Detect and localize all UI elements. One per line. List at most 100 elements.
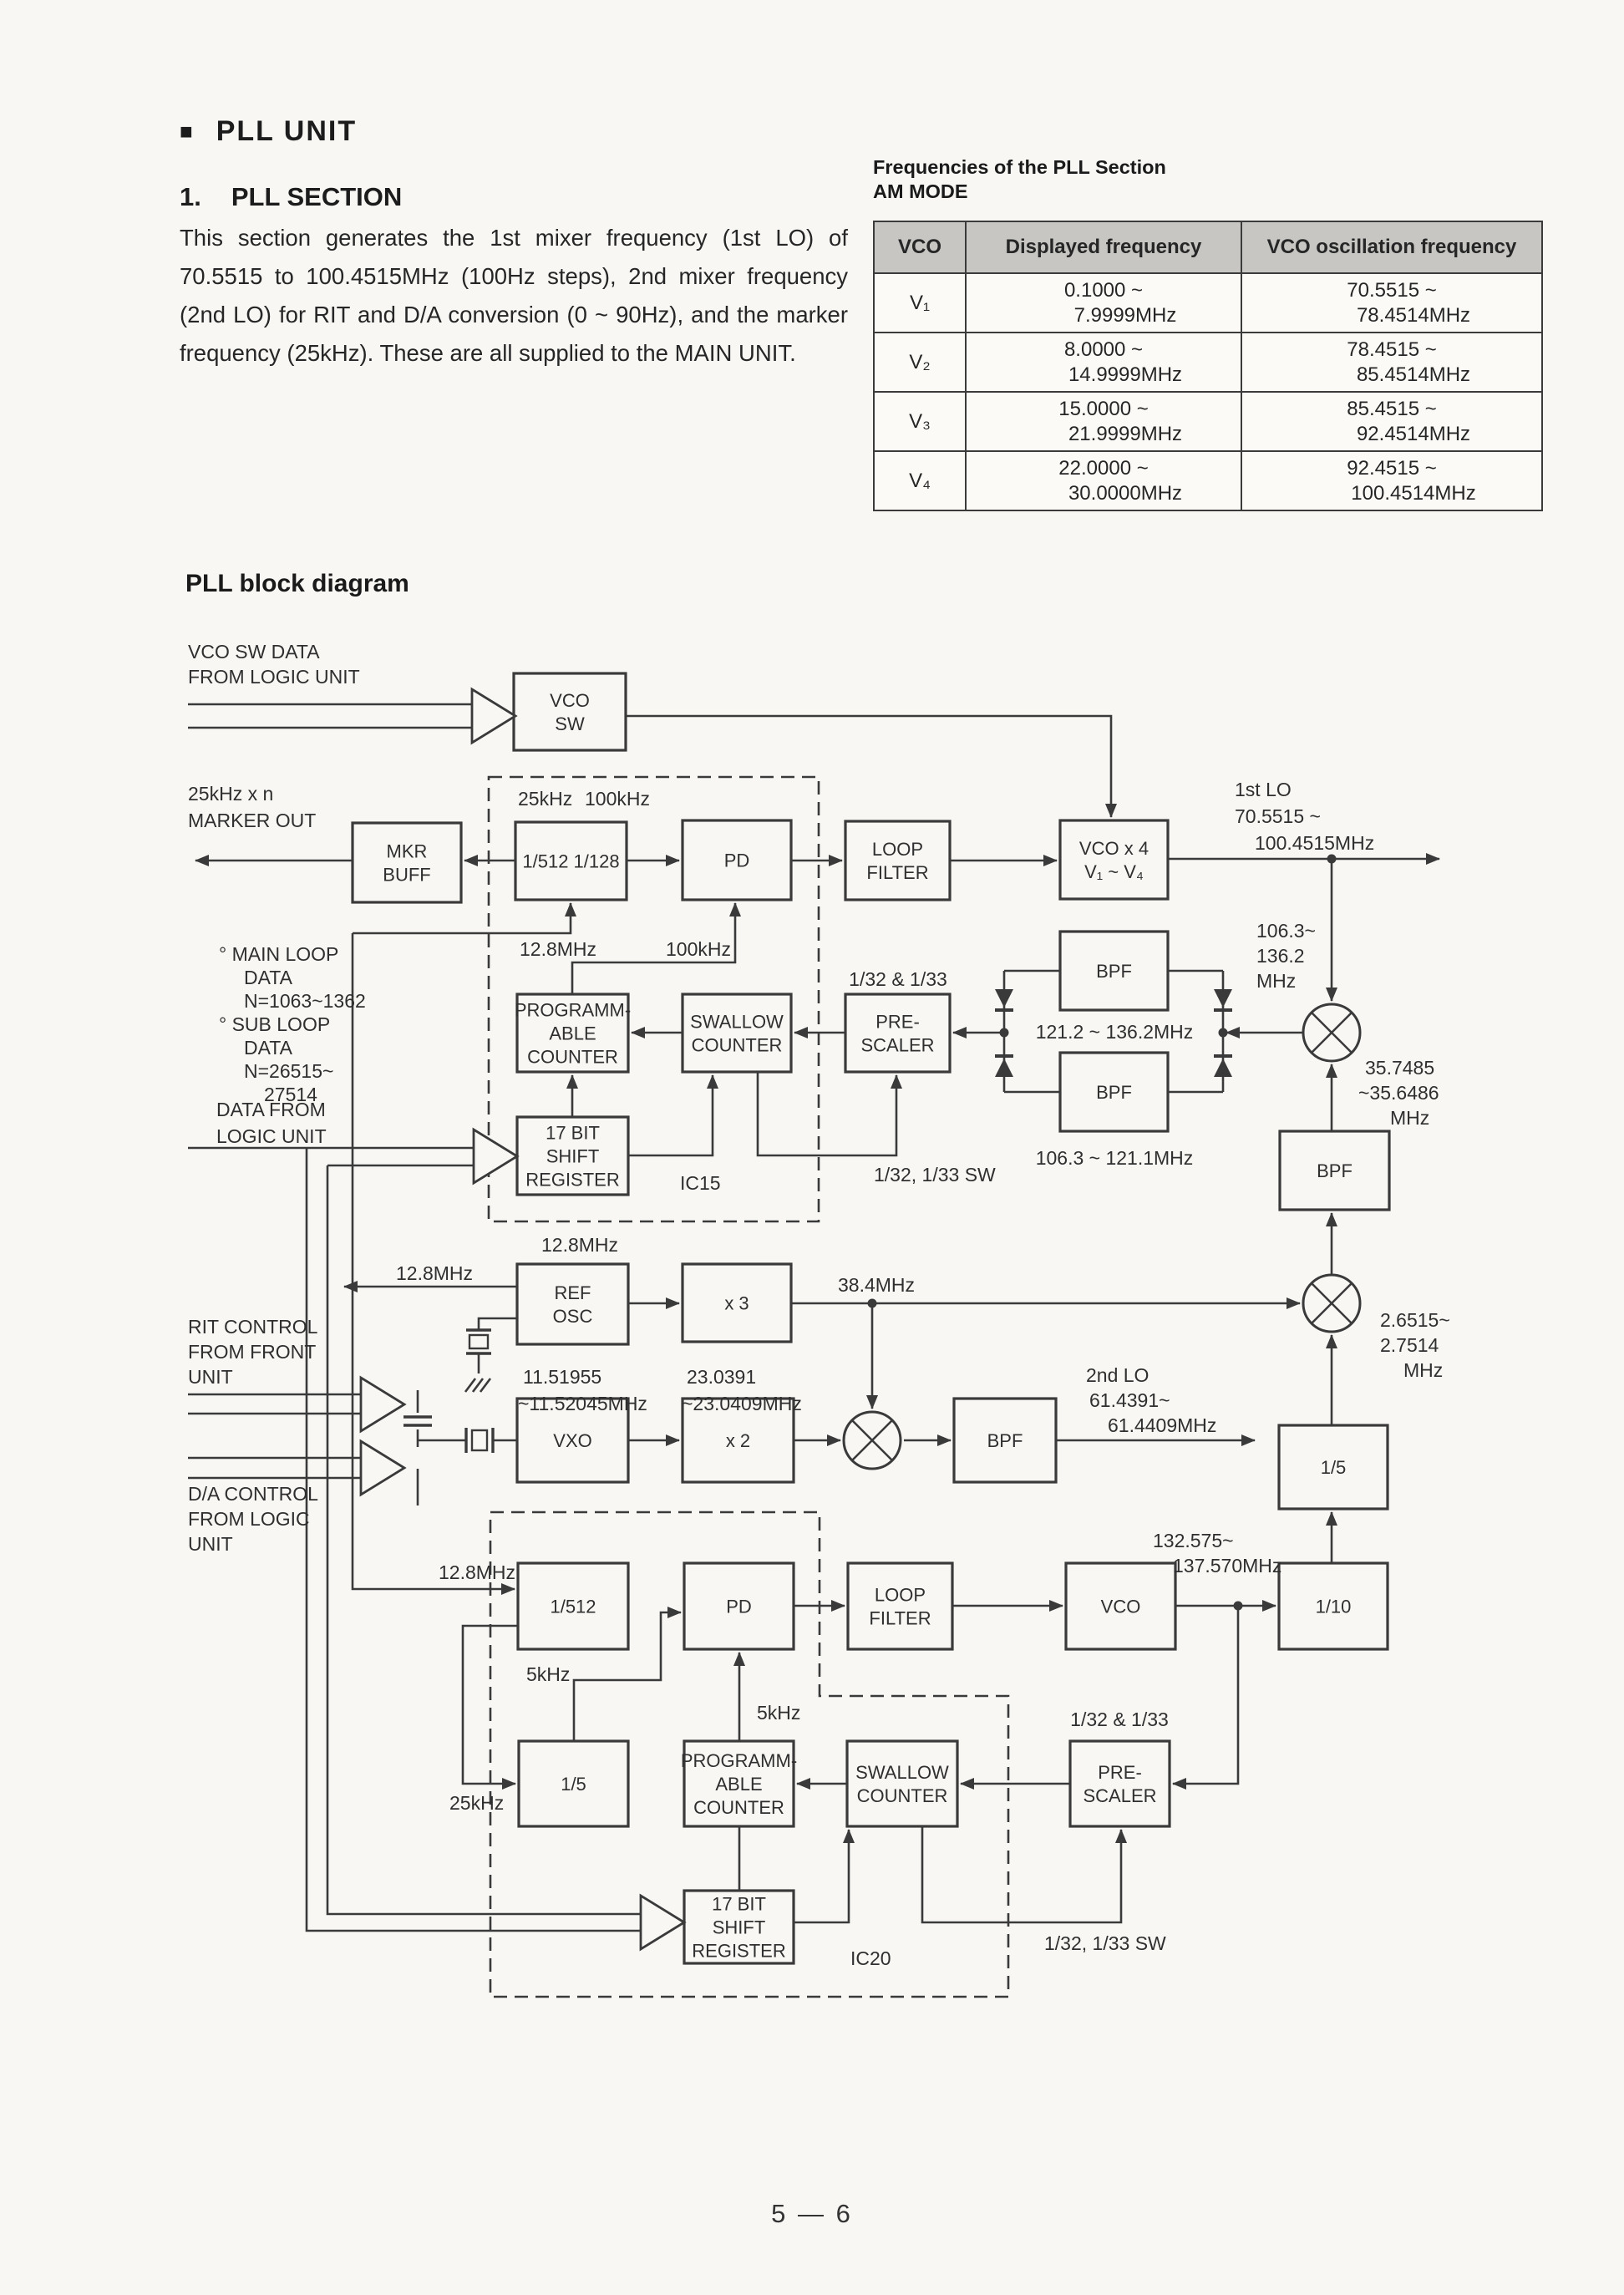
block-label-div-5-b: 1/5 bbox=[561, 1774, 586, 1795]
diagram-label: MHz bbox=[1390, 1107, 1429, 1129]
block-label-loop-filter-1: LOOP bbox=[872, 839, 923, 860]
diagram-label: MHz bbox=[1403, 1359, 1443, 1381]
diagram-label: 11.51955 bbox=[523, 1366, 601, 1388]
block-label-loop-filter-1: FILTER bbox=[866, 862, 928, 883]
block-label-prog-counter-2: COUNTER bbox=[693, 1797, 784, 1818]
symbols bbox=[359, 687, 1362, 1952]
page-number: 5 — 6 bbox=[771, 2199, 853, 2228]
block-ref-osc bbox=[515, 1262, 630, 1346]
diagram-label: RIT CONTROL bbox=[188, 1316, 318, 1338]
block-x3 bbox=[681, 1262, 793, 1343]
body-paragraph: This section generates the 1st mixer fre… bbox=[180, 225, 848, 366]
diagram-label: MHz bbox=[1256, 970, 1296, 992]
diagram-label: 136.2 bbox=[1256, 945, 1305, 967]
block-label-ref-osc: OSC bbox=[553, 1306, 593, 1327]
block-label-mkr-buff: MKR bbox=[387, 841, 428, 862]
diode-icon bbox=[1214, 1059, 1232, 1077]
block-label-div-5-a: 1/5 bbox=[1321, 1457, 1347, 1478]
block-label-div-512-b: 1/512 bbox=[550, 1597, 596, 1617]
diagram-label: 70.5515 ~ bbox=[1235, 805, 1321, 827]
diagram-label: 61.4391~ bbox=[1089, 1389, 1170, 1411]
diagram-label: 12.8MHz bbox=[439, 1561, 515, 1583]
ic15-outline bbox=[487, 775, 820, 1223]
table-caption-line1: Frequencies of the PLL Section bbox=[873, 156, 1166, 178]
diagram-label: 100kHz bbox=[585, 788, 650, 810]
block-vco-x4 bbox=[1058, 819, 1170, 901]
diagram-label: ° MAIN LOOP bbox=[219, 943, 338, 965]
diagram-label: 12.8MHz bbox=[541, 1234, 618, 1256]
junction-dot bbox=[1218, 1028, 1228, 1038]
block-label-x3: x 3 bbox=[724, 1293, 749, 1314]
block-shift-register-2 bbox=[683, 1889, 795, 1965]
wire bbox=[351, 933, 515, 1595]
section-heading: 1. PLL SECTION bbox=[180, 182, 402, 212]
section-title-text: PLL SECTION bbox=[231, 182, 403, 211]
block-label-div-10: 1/10 bbox=[1316, 1597, 1352, 1617]
oscillation-frequency-cell: 78.4515 ~85.4514MHz bbox=[1241, 332, 1543, 393]
vco-cell: V₁ bbox=[873, 272, 967, 333]
diagram-label: 106.3~ bbox=[1256, 920, 1316, 942]
block-label-bpf-right: BPF bbox=[1317, 1160, 1352, 1181]
diagram-label: FROM FRONT bbox=[188, 1341, 316, 1363]
diagram-label: DATA FROM bbox=[216, 1099, 326, 1120]
block-label-shift-register-2: REGISTER bbox=[692, 1941, 785, 1962]
wire bbox=[477, 1317, 517, 1330]
diagram-label: 38.4MHz bbox=[838, 1274, 915, 1296]
diagram-label: 1/32, 1/33 SW bbox=[874, 1164, 996, 1186]
junction-dot bbox=[1327, 854, 1337, 864]
wire bbox=[572, 1607, 682, 1741]
block-label-swallow-2: SWALLOW bbox=[855, 1762, 949, 1783]
diagram-label: 132.575~ bbox=[1153, 1530, 1234, 1551]
diode-icon bbox=[995, 1059, 1013, 1077]
block-label-mkr-buff: BUFF bbox=[383, 865, 430, 886]
block-swallow-2 bbox=[845, 1739, 959, 1828]
bus-arrow-icon bbox=[359, 1439, 407, 1497]
diagram-label: 61.4409MHz bbox=[1108, 1414, 1216, 1436]
diagram-label: 1/32 & 1/33 bbox=[849, 968, 947, 990]
diagram-label: ~35.6486 bbox=[1358, 1082, 1439, 1104]
diode-icon bbox=[995, 989, 1013, 1008]
diagram-label: UNIT bbox=[188, 1533, 233, 1555]
table-header: VCO oscillation frequency bbox=[1241, 221, 1543, 274]
block-label-shift-register-1: SHIFT bbox=[546, 1146, 600, 1167]
block-pd-2 bbox=[683, 1561, 795, 1651]
block-label-swallow-1: COUNTER bbox=[692, 1035, 783, 1056]
block-label-vxo: VXO bbox=[553, 1430, 591, 1451]
block-div-10 bbox=[1277, 1561, 1389, 1651]
block-label-prog-counter-2: ABLE bbox=[715, 1774, 762, 1795]
block-label-prescaler-2: SCALER bbox=[1083, 1785, 1156, 1806]
diagram-label: 25kHz bbox=[518, 788, 572, 810]
diagram-label: N=26515~ bbox=[244, 1060, 333, 1082]
ground-icon bbox=[464, 1378, 477, 1393]
oscillation-frequency-cell: 70.5515 ~78.4514MHz bbox=[1241, 272, 1543, 333]
diagram-label: 12.8MHz bbox=[520, 938, 596, 960]
block-div-5-b bbox=[517, 1739, 630, 1828]
diagram-label: LOGIC UNIT bbox=[216, 1125, 327, 1147]
block-label-shift-register-1: 17 BIT bbox=[546, 1123, 600, 1144]
block-prescaler-2 bbox=[1068, 1739, 1171, 1828]
square-bullet-icon: ■ bbox=[180, 119, 195, 144]
table-caption-line2: AM MODE bbox=[873, 180, 968, 202]
oscillation-frequency-cell: 85.4515 ~92.4514MHz bbox=[1241, 391, 1543, 452]
page-title: ■ PLL UNIT bbox=[180, 115, 357, 148]
block-shift-register-1 bbox=[515, 1115, 630, 1196]
block-label-prog-counter-1: COUNTER bbox=[527, 1047, 618, 1068]
wire bbox=[326, 1165, 641, 1916]
wire bbox=[353, 902, 576, 935]
wire bbox=[628, 1074, 718, 1157]
diagram-label: MARKER OUT bbox=[188, 810, 316, 831]
block-loop-filter-1 bbox=[844, 820, 952, 901]
block-label-bpf-top: BPF bbox=[1096, 961, 1132, 982]
wire bbox=[571, 902, 741, 994]
block-label-swallow-2: COUNTER bbox=[857, 1785, 948, 1806]
diagram-label: 1st LO bbox=[1235, 779, 1292, 800]
block-prog-counter-1 bbox=[515, 993, 630, 1074]
block-label-pd-2: PD bbox=[726, 1597, 752, 1617]
block-bpf-2 bbox=[952, 1397, 1058, 1484]
